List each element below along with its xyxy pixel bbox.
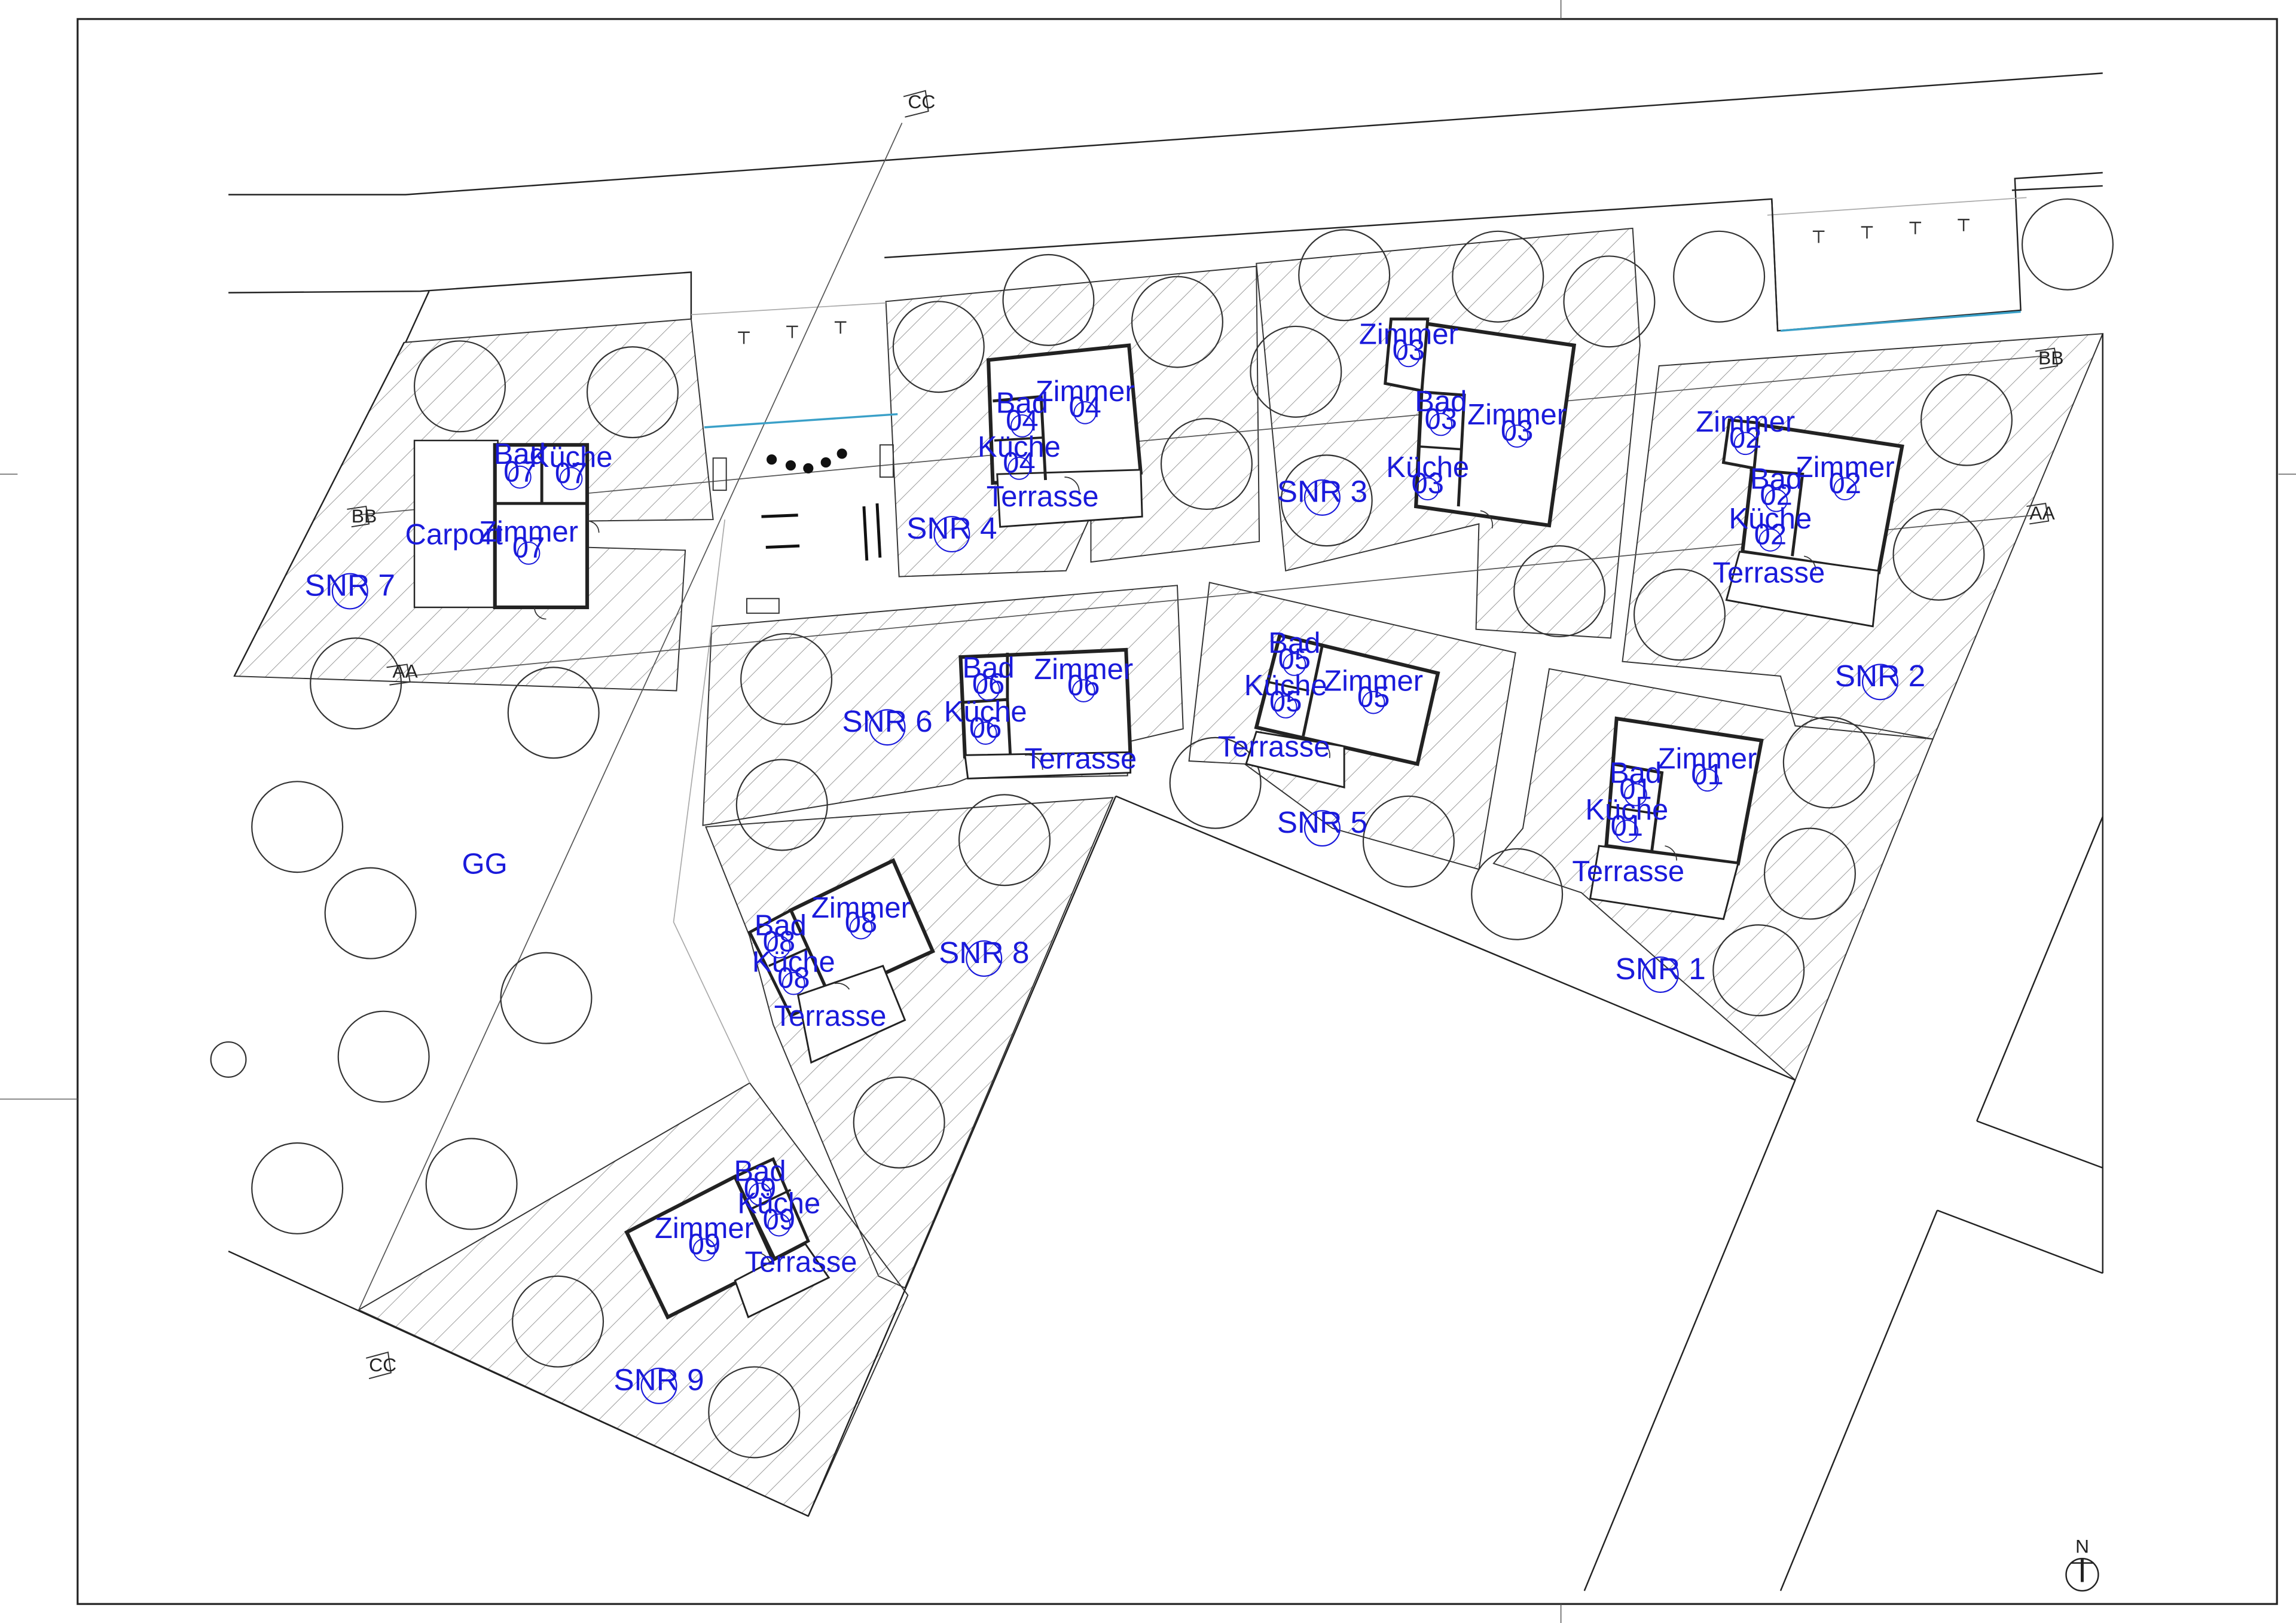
room-no-bad-04: 04 [1006,405,1038,437]
room-terrasse-01: Terrasse [1572,855,1684,888]
room-terrasse-08: Terrasse [774,1000,887,1032]
room-kueche-09: Küche [737,1188,820,1220]
room-terrasse-09: Terrasse [745,1246,857,1278]
room-bad-06: Bad [962,652,1014,684]
room-terrasse-04: Terrasse [987,481,1099,513]
room-no-bad-02: 02 [1760,479,1792,512]
plot-label-snr9: SNR 9 [613,1362,704,1397]
room-no-zimmer-06: 06 [1067,670,1100,702]
room-zimmer-06: Zimmer [1034,653,1133,686]
water-edge [704,310,2021,429]
room-bad-08: Bad [755,909,807,942]
north-label: N [2075,1535,2089,1557]
room-no-kueche-03: 03 [1412,467,1444,500]
room-no-bad-07: 07 [503,456,536,488]
plot-label-snr7: SNR 7 [305,567,395,602]
room-number-circles [508,344,1857,1262]
room-no-zimmer-03a: 03 [1393,334,1425,366]
room-zimmer-03a: Zimmer [1359,318,1458,350]
room-no-bad-05: 05 [1278,643,1311,676]
room-no-kueche-05: 05 [1269,686,1302,718]
room-no-zimmer-04: 04 [1068,392,1101,424]
plot-label-snr6: SNR 6 [842,704,932,738]
section-markers [347,90,2058,1380]
plot-label-snr5: SNR 5 [1277,805,1367,839]
room-no-zimmer-01: 01 [1691,759,1723,791]
room-bad-01: Bad [1610,757,1662,790]
room-bad-04: Bad [996,387,1048,419]
section-bb-right: BB [2038,347,2063,369]
lamp-posts [738,218,1970,344]
hatched-plots [233,227,2104,1517]
section-bb-left: BB [352,505,377,527]
room-kueche-04: Küche [978,431,1061,463]
plot-label-snr1: SNR 1 [1615,951,1705,986]
room-zimmer-08: Zimmer [811,892,911,924]
area-label-carport: Carport [405,519,503,551]
room-terrasse-05: Terrasse [1218,731,1330,763]
room-no-zimmer-02: 02 [1828,467,1861,500]
plot-label-snr8: SNR 8 [939,935,1029,970]
room-bad-05: Bad [1268,627,1320,659]
area-label-gg: GG [462,848,508,881]
sheet-frame [77,18,2278,1605]
room-kueche-01: Küche [1585,794,1668,826]
buildings [413,317,1904,1320]
room-zimmer-03: Zimmer [1467,399,1567,431]
section-cc-top: CC [908,91,935,112]
room-no-zimmer-02a: 02 [1729,422,1761,454]
room-bad-09: Bad [734,1156,786,1188]
room-terrasse-02: Terrasse [1712,557,1825,589]
section-aa-right: AA [2029,502,2055,524]
plot-label-snr2: SNR 2 [1835,658,1925,693]
room-kueche-06: Küche [944,696,1027,728]
room-no-kueche-06: 06 [969,712,1002,744]
trees [210,198,2114,1459]
north-arrow-icon [2065,1558,2099,1592]
room-no-zimmer-03: 03 [1501,415,1533,447]
room-zimmer-02a: Zimmer [1696,406,1795,438]
room-zimmer-02: Zimmer [1796,451,1895,484]
room-kueche-03: Küche [1386,451,1469,484]
room-no-zimmer-08: 08 [845,906,877,939]
room-zimmer-07: Zimmer [479,516,578,548]
room-bad-02: Bad [1750,463,1802,496]
room-labels: Bad 07 Küche 07 Zimmer 07 Bad 04 Küche 0… [479,318,1895,1278]
room-kueche-08: Küche [752,946,835,979]
playground [761,448,882,561]
room-bad-07: Bad [494,438,546,470]
room-no-zimmer-09: 09 [688,1228,720,1261]
room-no-kueche-09: 09 [763,1203,795,1236]
section-cc-bottom: CC [369,1354,396,1376]
room-no-bad-01: 01 [1619,774,1651,806]
room-zimmer-01: Zimmer [1658,742,1757,775]
plot-markers [331,479,1898,1404]
room-no-kueche-07: 07 [555,457,587,490]
section-aa-left: AA [392,660,418,681]
room-no-zimmer-07: 07 [512,532,545,564]
room-no-kueche-04: 04 [1003,447,1035,479]
room-no-zimmer-05: 05 [1357,681,1390,713]
room-bad-03: Bad [1415,386,1467,418]
room-kueche-02: Küche [1729,503,1812,535]
room-no-bad-03: 03 [1425,403,1457,435]
room-kueche-05: Küche [1244,670,1327,702]
room-terrasse-06: Terrasse [1024,742,1137,775]
room-kueche-07: Küche [530,441,613,473]
room-no-bad-06: 06 [972,668,1004,700]
room-zimmer-09: Zimmer [655,1212,754,1245]
room-no-kueche-02: 02 [1754,519,1787,551]
room-zimmer-05: Zimmer [1324,665,1423,698]
room-no-kueche-08: 08 [777,962,810,995]
plot-label-snr3: SNR 3 [1277,474,1367,509]
door-swings [534,476,1816,1265]
room-zimmer-04: Zimmer [1036,375,1135,408]
room-no-bad-08: 08 [763,925,795,958]
room-no-bad-09: 09 [744,1173,776,1205]
plot-label-snr4: SNR 4 [906,511,997,545]
room-no-kueche-01: 01 [1611,810,1643,842]
